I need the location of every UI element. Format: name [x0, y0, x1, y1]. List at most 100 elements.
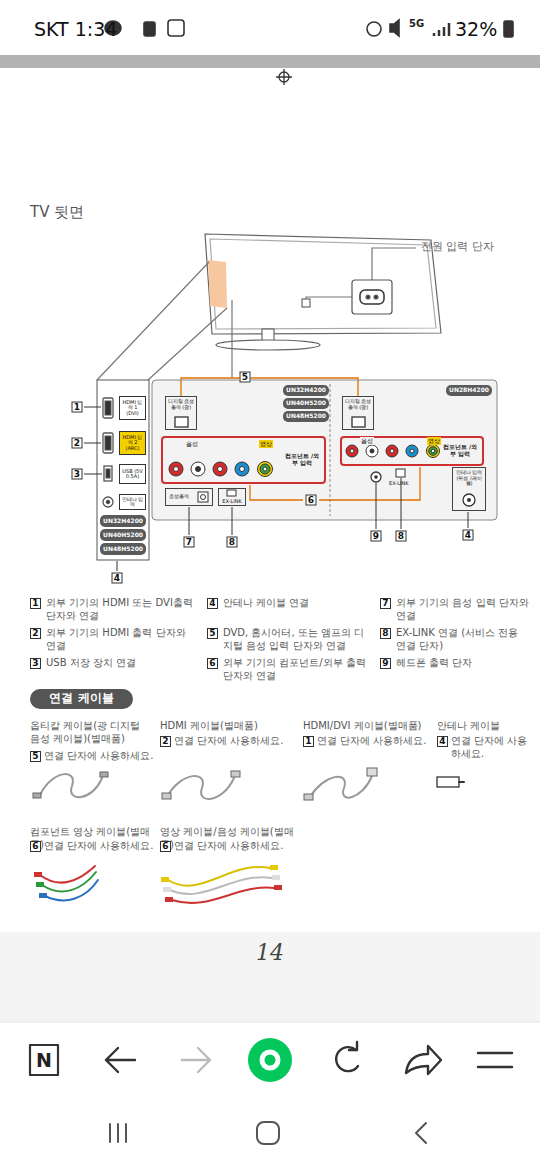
text-label: 연결 단자에 사용하세요.	[44, 839, 154, 852]
rca-jacks	[169, 462, 183, 476]
side-panel	[105, 401, 111, 415]
rca-jacks	[410, 449, 414, 453]
node-text: 컴포넌트 /외부 입력	[441, 444, 479, 457]
rca-jacks	[191, 462, 205, 476]
nav-bar	[257, 1122, 279, 1144]
cables	[100, 772, 108, 777]
browser-toolbar	[349, 1042, 357, 1050]
node-text: 연결 케이블	[49, 692, 113, 705]
text-label: 전원 입력 단자	[421, 240, 494, 254]
cables	[42, 872, 96, 891]
cables	[39, 893, 47, 898]
text-label: 음성	[186, 440, 198, 448]
text-label: 외부 기기의 HDMI 출력 단자와 연결	[46, 626, 196, 652]
callout-number: 4	[112, 573, 123, 584]
brackets	[181, 378, 420, 500]
model-badge: UN32H4200	[283, 385, 329, 396]
text-label: 외부 기기의 컴포넌트/외부 출력 단자와 연결	[223, 656, 368, 682]
rca-jacks	[366, 445, 378, 457]
side-panel	[103, 433, 113, 453]
text-label: N	[36, 1048, 52, 1073]
cables	[170, 877, 272, 894]
register-mark	[276, 69, 292, 85]
cables	[272, 875, 280, 880]
rca-jacks	[346, 445, 358, 457]
text-label: SKT 1:34	[34, 17, 117, 42]
callout-number: 8	[380, 628, 391, 639]
status-icons	[390, 20, 399, 36]
model-badge: UN48H5200	[100, 543, 146, 555]
tv-drawing	[366, 295, 370, 299]
text-label: EX-LINK 연결 (서비스 전용 연결 단자)	[396, 626, 521, 652]
cables	[172, 888, 274, 903]
node-text: UN48H5200	[103, 546, 143, 553]
callout-number: 9	[371, 531, 382, 542]
rca-jacks	[260, 464, 270, 474]
node-text: HDMI 입력 2 (ARC)	[121, 435, 144, 452]
back-panel	[152, 380, 497, 520]
node-text: 컴포넌트 /외부 입력	[283, 453, 321, 466]
jack-box: 안테나 입력 (위성 /케이블)	[452, 467, 486, 511]
callout-number: 4	[463, 530, 474, 541]
cables	[304, 794, 313, 800]
back-panel	[371, 472, 381, 482]
input-group: 컴포넌트 /외부 입력	[161, 436, 326, 484]
callout-number: 3	[72, 469, 83, 480]
rca-jacks	[235, 462, 249, 476]
cables	[310, 776, 372, 798]
model-badge: UN48H5200	[283, 411, 329, 422]
callout-number: 6	[30, 841, 41, 852]
text-label: 음성	[360, 437, 374, 445]
text-label: DVD, 홈시어터, 또는 앰프의 디지털 음성 입력 단자와 연결	[223, 626, 368, 652]
rca-jacks	[429, 447, 438, 456]
callout-number: 4	[207, 598, 218, 609]
text-label: 안테나 케이블 연결	[223, 596, 368, 609]
node-text: 디지털 음성출력 (광)	[344, 399, 372, 410]
cables	[168, 776, 234, 799]
node-text: 안테나 입력	[121, 497, 144, 508]
page-ground	[0, 55, 540, 68]
back-panel	[467, 498, 471, 502]
browser-toolbar	[106, 1048, 135, 1072]
status-icons	[168, 20, 184, 36]
cables	[459, 781, 464, 783]
rca-jacks	[263, 467, 267, 471]
rca-jacks	[258, 462, 273, 477]
text-label: EX-LINK	[389, 480, 408, 487]
callout-number: 5	[207, 628, 218, 639]
port-label: HDMI 입력 1 (DVI)	[119, 396, 146, 420]
brackets	[181, 378, 358, 396]
side-panel	[104, 466, 112, 481]
model-badge: UN40H5200	[283, 398, 329, 409]
node-text: USB (5V 0.5A)	[121, 469, 144, 480]
port-label: 안테나 입력	[119, 494, 146, 510]
cables	[36, 882, 44, 887]
side-panel	[103, 398, 113, 418]
side-panel	[97, 380, 149, 560]
text-label: 연결 단자에 사용하세요.	[451, 734, 535, 760]
jack-box: 음성출력	[165, 488, 213, 506]
nav-bar	[110, 1124, 126, 1142]
text-label: 32%	[455, 17, 497, 42]
callout-number: 1	[72, 402, 83, 413]
rca-jacks	[386, 445, 398, 457]
node-text: 디지털 음성출력 (광)	[167, 399, 195, 410]
node-text: EX-LINK	[222, 499, 241, 505]
back-panel	[198, 492, 208, 502]
cables	[437, 777, 459, 787]
callout-number: 4	[437, 736, 448, 747]
callout-number: 7	[184, 537, 195, 548]
text-label: HDMI 케이블(별매품)	[160, 719, 295, 732]
back-panel	[463, 494, 475, 506]
text-label: 14	[256, 939, 284, 968]
back-panel	[396, 469, 405, 477]
status-icons	[504, 21, 513, 37]
side-panel	[103, 497, 113, 507]
text-label: 외부 기기의 음성 입력 단자와 연결	[396, 596, 534, 622]
callout-number: 6	[306, 495, 317, 506]
register-mark	[276, 69, 292, 85]
cables	[274, 885, 282, 890]
node-text: UN32H4200	[103, 518, 143, 525]
node-text: UN48H5200	[286, 413, 326, 420]
